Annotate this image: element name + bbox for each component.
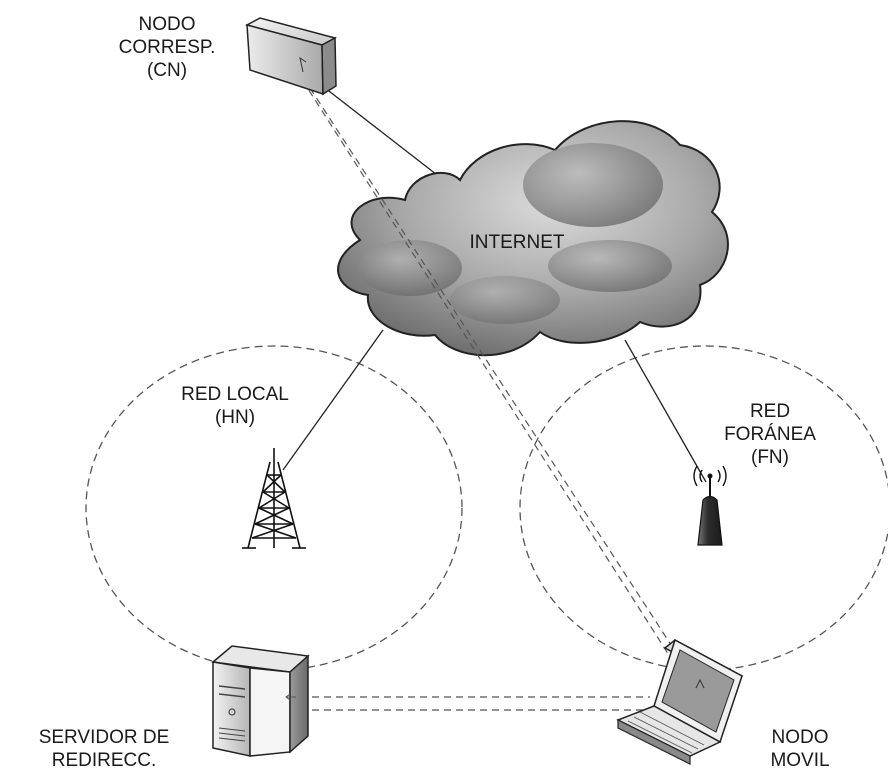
tower-icon bbox=[242, 448, 306, 549]
redirect-server-label: SERVIDOR DE REDIRECC. bbox=[38, 727, 170, 771]
correspondent-node-label: NODO CORRESP. (CN) bbox=[118, 14, 216, 81]
internet-label: INTERNET bbox=[470, 232, 565, 253]
link-fn-internet bbox=[624, 339, 707, 483]
tunnel-server-mobile bbox=[288, 696, 660, 711]
server-icon bbox=[211, 645, 310, 757]
cloud-puff bbox=[548, 240, 672, 292]
wireless-router-icon bbox=[693, 465, 727, 546]
mobile-node-label: NODO MOVIL bbox=[770, 727, 830, 771]
laptop-icon bbox=[616, 638, 744, 765]
tunnel-cn-mobile bbox=[295, 69, 687, 669]
link-cn-internet bbox=[324, 87, 451, 186]
cloud-puff bbox=[450, 276, 560, 324]
correspondent-node-icon bbox=[244, 17, 338, 96]
network-links bbox=[282, 87, 707, 483]
cloud-puff bbox=[358, 240, 462, 296]
internet-cloud: INTERNET bbox=[337, 120, 729, 357]
cloud-puff bbox=[523, 143, 663, 227]
link-hn-internet bbox=[282, 329, 384, 471]
home-network-label: RED LOCAL (HN) bbox=[181, 384, 289, 428]
foreign-network-label: RED FORÁNEA (FN) bbox=[724, 401, 816, 468]
